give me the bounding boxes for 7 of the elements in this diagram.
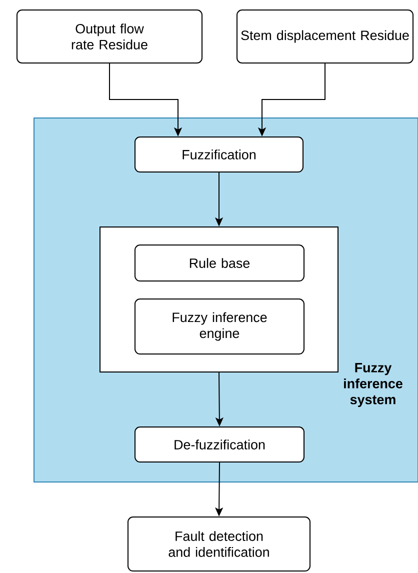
io-box: Output flow rate Residue xyxy=(16,10,202,64)
process-box: Fuzzy inference engine xyxy=(134,298,304,354)
process-box: Fuzzification xyxy=(134,136,304,172)
io-box: Stem displacement Residue xyxy=(236,10,414,64)
output-box: Fault detection and identification xyxy=(128,516,310,572)
process-box: Rule base xyxy=(134,244,304,282)
process-box: De-fuzzification xyxy=(134,426,304,462)
